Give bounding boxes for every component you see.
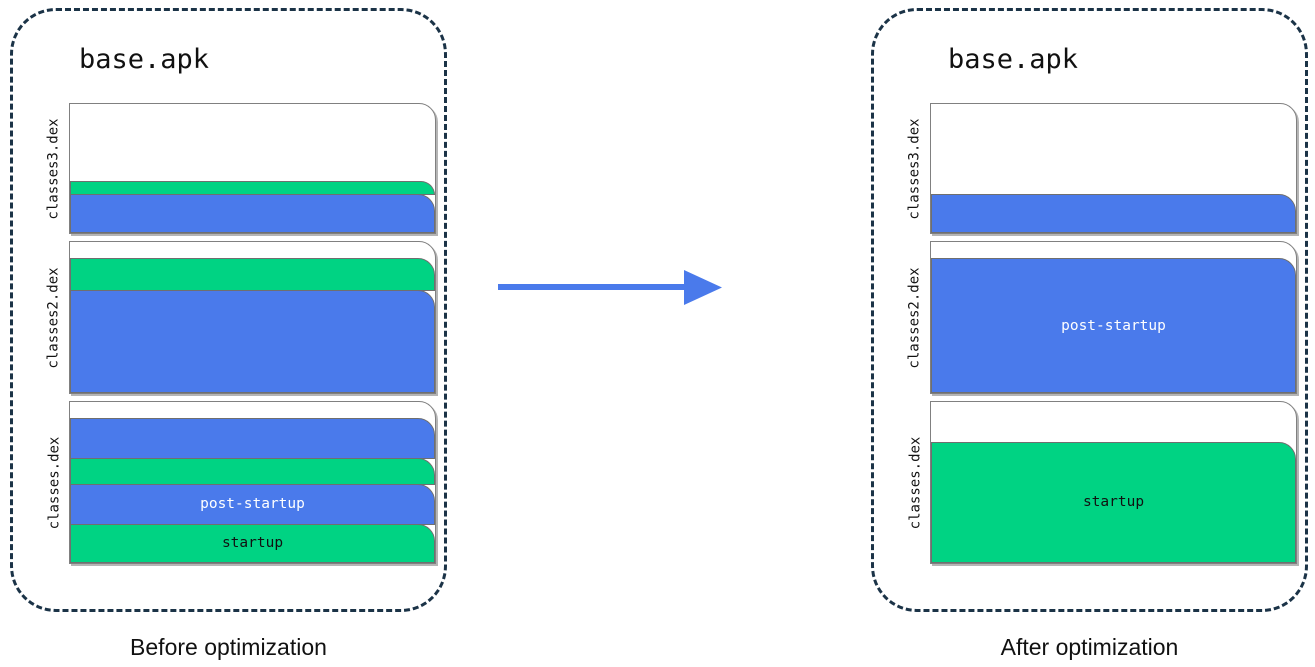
segment-stack: post-startup startup xyxy=(70,402,435,563)
dex-box-classes2-after: post-startup xyxy=(930,241,1297,394)
segment-post-startup-labeled: post-startup xyxy=(70,483,435,525)
segment-startup-labeled: startup xyxy=(931,441,1296,563)
dex-box-classes3-after xyxy=(930,103,1297,234)
dex-block-classes3-after: classes3.dex xyxy=(904,103,1297,234)
segment-stack: startup xyxy=(931,402,1296,563)
segment-post-startup-labeled: post-startup xyxy=(931,258,1296,393)
dex-box-classes2-before xyxy=(69,241,436,394)
segment-post-startup xyxy=(70,194,435,233)
dex-label-classes3-after: classes3.dex xyxy=(907,117,923,220)
caption-before-optimization: Before optimization xyxy=(130,634,327,660)
apk-panel-after: base.apk classes3.dex classes2.dex post-… xyxy=(871,8,1308,612)
transform-arrow xyxy=(496,262,726,312)
caption-after-optimization: After optimization xyxy=(1000,634,1179,660)
segment-startup xyxy=(70,180,435,196)
segment-empty xyxy=(70,401,435,419)
segment-empty xyxy=(931,241,1296,259)
dex-block-classes2-before: classes2.dex xyxy=(43,241,436,394)
segment-startup xyxy=(70,457,435,485)
dex-label-classes-before: classes.dex xyxy=(46,436,62,529)
dex-block-classes-after: classes.dex startup xyxy=(904,401,1297,564)
segment-stack xyxy=(70,104,435,233)
dex-box-classes-after: startup xyxy=(930,401,1297,564)
segment-empty xyxy=(931,401,1296,443)
dex-label-classes-after: classes.dex xyxy=(907,436,923,529)
dex-box-classes3-before xyxy=(69,103,436,234)
dex-block-classes-before: classes.dex post-startup startup xyxy=(43,401,436,564)
dex-box-classes-before: post-startup startup xyxy=(69,401,436,564)
segment-post-startup xyxy=(70,417,435,459)
segment-startup-labeled: startup xyxy=(70,523,435,563)
segment-stack xyxy=(931,104,1296,233)
segment-empty xyxy=(70,241,435,259)
dex-label-classes3-before: classes3.dex xyxy=(46,117,62,220)
dex-block-classes2-after: classes2.dex post-startup xyxy=(904,241,1297,394)
apk-title-before: base.apk xyxy=(79,44,210,75)
dex-label-classes2-after: classes2.dex xyxy=(907,266,923,369)
right-arrow-icon xyxy=(498,270,722,305)
segment-empty xyxy=(70,103,435,182)
segment-post-startup xyxy=(70,290,435,393)
segment-stack xyxy=(70,242,435,393)
apk-title-after: base.apk xyxy=(948,44,1079,75)
dex-block-classes3-before: classes3.dex xyxy=(43,103,436,234)
segment-empty xyxy=(931,103,1296,195)
segment-stack: post-startup xyxy=(931,242,1296,393)
dex-label-classes2-before: classes2.dex xyxy=(46,266,62,369)
apk-panel-before: base.apk classes3.dex classes2.dex xyxy=(10,8,447,612)
segment-startup xyxy=(70,258,435,292)
segment-post-startup xyxy=(931,194,1296,233)
